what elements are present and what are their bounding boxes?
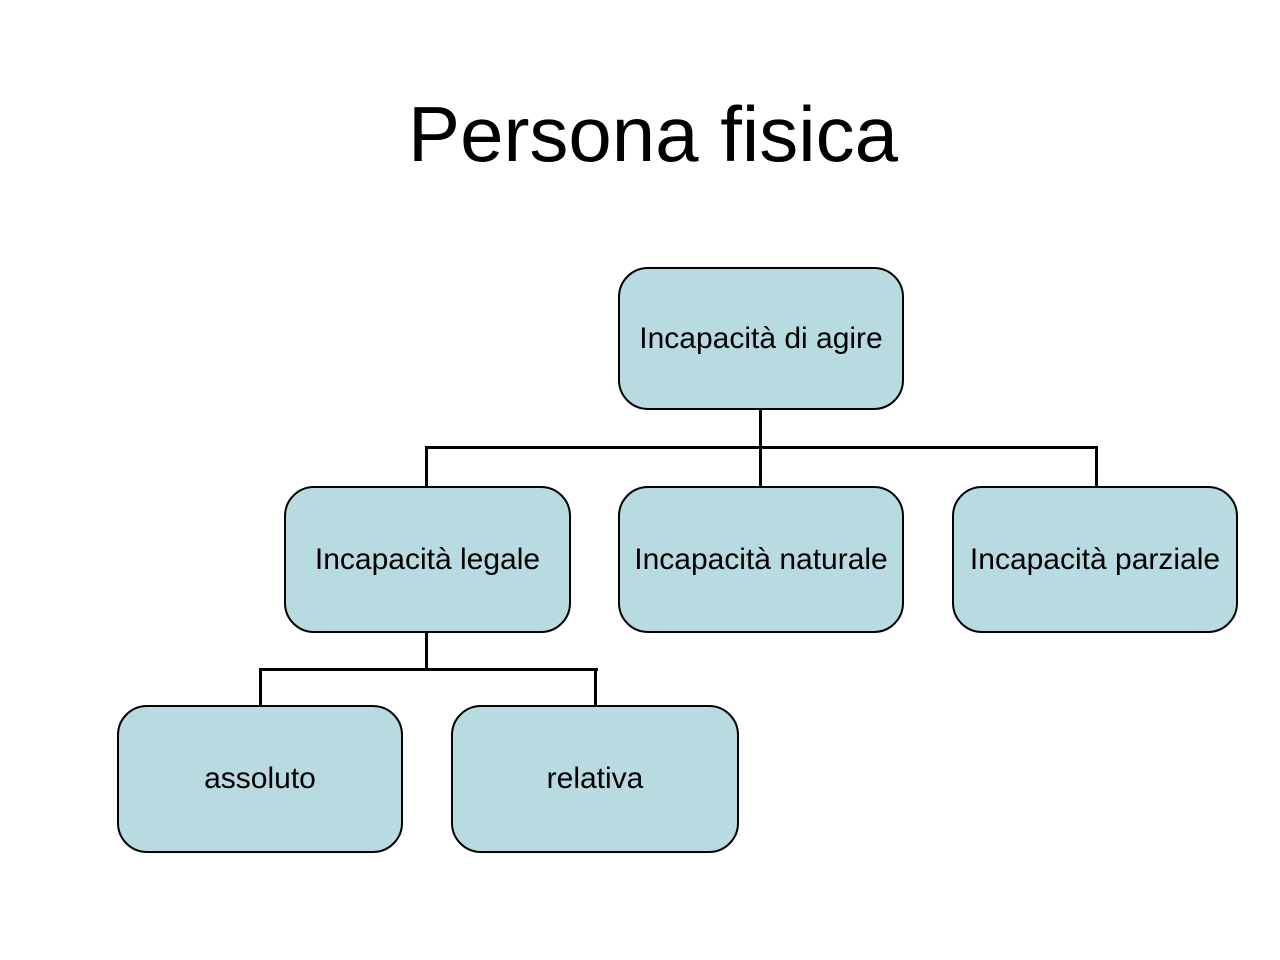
node-label: Incapacità legale bbox=[314, 542, 541, 576]
node-label: assoluto bbox=[204, 762, 316, 795]
node-assoluto: assoluto bbox=[117, 705, 403, 853]
connector-drop-relativa bbox=[594, 668, 597, 707]
slide-title: Persona fisica bbox=[408, 90, 898, 178]
connector-drop-assoluto bbox=[259, 668, 262, 707]
connector-level2-crossbar bbox=[259, 668, 598, 671]
connector-level1-crossbar bbox=[425, 446, 1098, 449]
node-relativa: relativa bbox=[451, 705, 739, 853]
connector-drop-parziale bbox=[1095, 446, 1098, 488]
node-incapacita-parziale: Incapacità parziale bbox=[952, 486, 1238, 633]
connector-drop-legale bbox=[425, 446, 428, 488]
node-incapacita-di-agire: Incapacità di agire bbox=[618, 267, 904, 410]
connector-legale-stem bbox=[425, 631, 428, 671]
node-incapacita-legale: Incapacità legale bbox=[284, 486, 571, 633]
node-label: Incapacità parziale bbox=[969, 542, 1221, 576]
node-label: Incapacità naturale bbox=[634, 542, 888, 576]
node-incapacita-naturale: Incapacità naturale bbox=[618, 486, 904, 633]
node-label: relativa bbox=[546, 762, 644, 795]
node-label: Incapacità di agire bbox=[639, 321, 883, 355]
